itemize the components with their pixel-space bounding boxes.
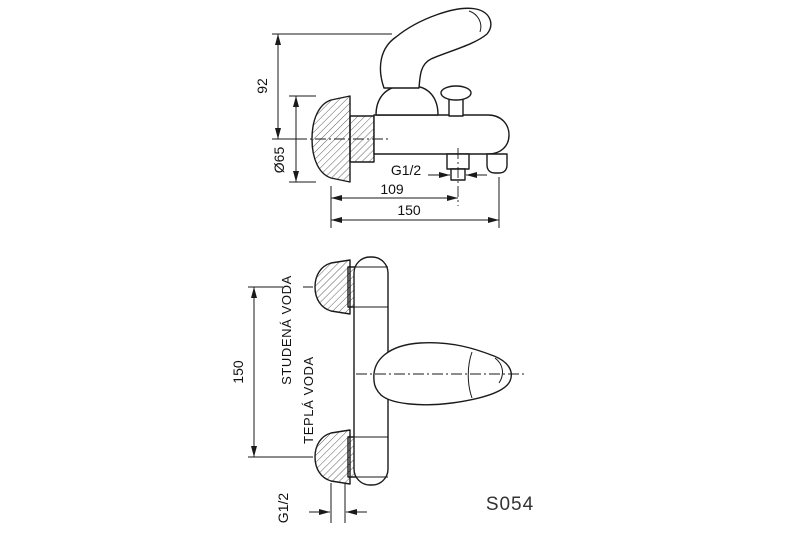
dim-text-d65: Ø65 [271, 147, 287, 174]
side-view: 92 Ø65 G1/2 109 150 [254, 7, 510, 228]
diverter-knob [440, 85, 472, 101]
spout-outlet [486, 153, 508, 174]
dim-text-92: 92 [254, 78, 270, 94]
cold-water-label: STUDENÁ VODA [279, 275, 294, 385]
front-view-dimensions: 150 STUDENÁ VODA TEPLÁ VODA G1/2 [230, 275, 367, 523]
cartridge-dome [375, 85, 439, 116]
handle-tip-detail [468, 10, 482, 33]
thread-label-side: G1/2 [391, 162, 422, 178]
hot-water-label: TEPLÁ VODA [301, 356, 316, 444]
hot-flange-section [314, 429, 351, 485]
front-view: 150 STUDENÁ VODA TEPLÁ VODA G1/2 [230, 256, 527, 523]
diverter-stem [448, 98, 464, 117]
thread-label-front: G1/2 [275, 493, 291, 524]
model-number: S054 [486, 494, 534, 515]
faucet-body [373, 114, 510, 155]
lever-handle [379, 7, 492, 89]
dim-text-109: 109 [380, 181, 404, 197]
cold-flange-section [314, 259, 351, 315]
handle-tip-detail-front [494, 357, 503, 384]
side-view-dimensions: 92 Ø65 G1/2 109 150 [254, 33, 500, 228]
dim-text-150-spacing: 150 [230, 360, 246, 384]
handle-neck-detail [467, 351, 473, 399]
dim-text-150-depth: 150 [397, 202, 421, 218]
